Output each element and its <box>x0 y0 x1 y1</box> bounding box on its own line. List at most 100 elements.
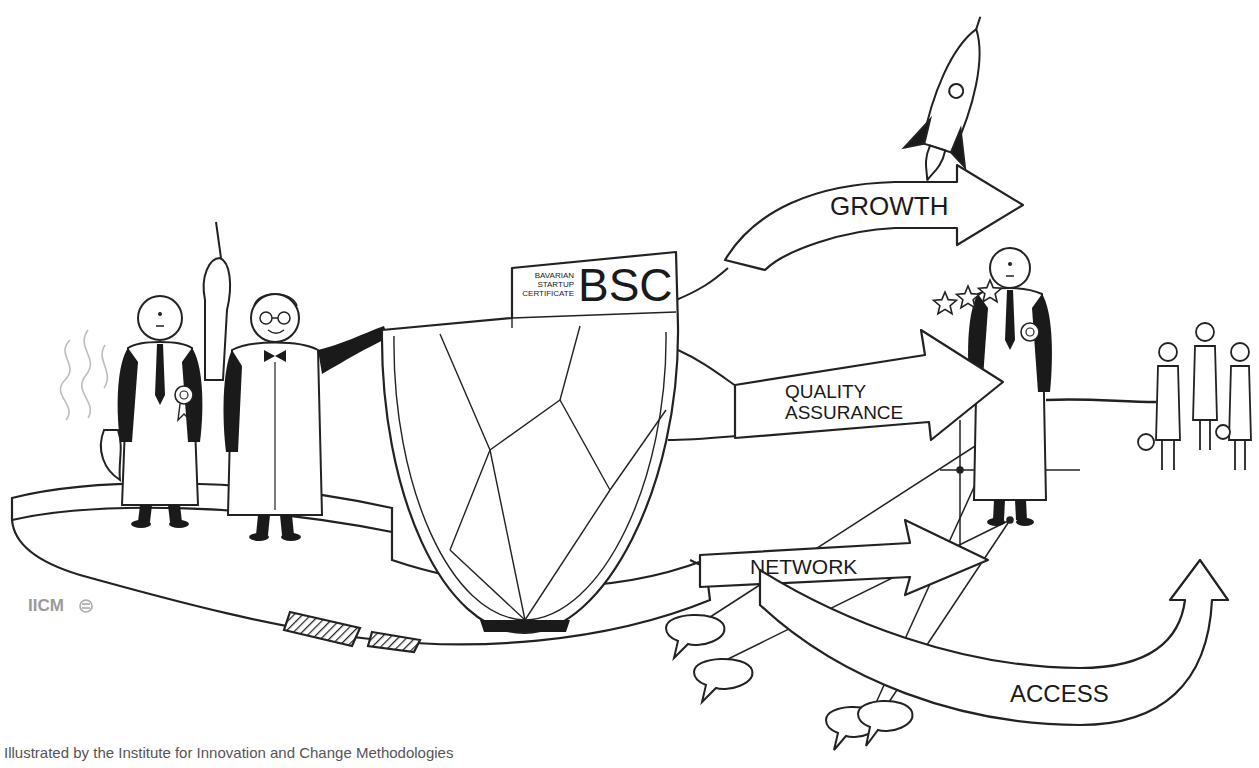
person-left-part <box>138 296 182 340</box>
certificate-name: BAVARIAN STARTUP CERTIFICATE <box>516 272 574 298</box>
crowd-people-part <box>1216 425 1230 439</box>
person-professor-part <box>318 326 388 374</box>
crowd-people-part <box>1196 323 1214 341</box>
person-professor-part <box>249 533 269 541</box>
person-left-part <box>118 348 138 442</box>
connector-strokes-part <box>678 350 736 386</box>
person-right-part <box>1046 399 1156 402</box>
crowd-people-part <box>1193 346 1217 420</box>
certificate-shield: BAVARIAN STARTUP CERTIFICATEBSC <box>380 250 680 635</box>
rocket-top-part <box>976 17 980 29</box>
watermark-symbol-part <box>82 603 90 605</box>
outline-path <box>725 165 1023 270</box>
watermark-symbol <box>80 600 92 612</box>
quality-stars-part <box>934 292 957 314</box>
ribbon-band-part <box>284 612 360 646</box>
outline-path <box>735 330 1003 440</box>
person-right-part <box>1032 294 1052 392</box>
arrow-label: QUALITY ASSURANCE <box>785 382 917 424</box>
outline-path <box>700 520 988 595</box>
person-professor-part <box>260 312 272 324</box>
person-left-part <box>156 325 164 327</box>
person-right-part <box>1005 290 1015 350</box>
crowd-people <box>1138 323 1251 470</box>
facet-line <box>525 490 610 620</box>
crowd-people-part <box>1234 440 1236 470</box>
rim-shading <box>480 620 570 632</box>
rocket-top-part <box>904 114 932 153</box>
growth-arrow: GROWTH <box>725 160 1025 270</box>
arrow-label: GROWTH <box>830 192 948 222</box>
quality-stars <box>934 280 1002 314</box>
rocket-left-part <box>101 430 121 480</box>
person-right-part <box>990 248 1030 288</box>
person-professor-part <box>280 515 294 535</box>
network-lines-part <box>959 420 961 560</box>
person-right-part <box>1021 323 1039 341</box>
person-left-part <box>168 505 182 522</box>
watermark: IICM <box>28 596 64 616</box>
person-professor-part <box>268 330 284 333</box>
speech-bubbles-part <box>694 659 752 702</box>
watermark-symbol-part <box>80 600 92 612</box>
rocket-top-part <box>947 82 965 100</box>
facet-line <box>490 400 610 490</box>
quality-arrow: QUALITY ASSURANCE <box>735 330 1005 442</box>
rocket-left-part <box>216 222 221 258</box>
network-lines-part <box>690 430 1000 630</box>
network-lines-part <box>1007 517 1013 523</box>
crowd-people-part <box>1229 366 1251 440</box>
person-professor-part <box>281 533 301 541</box>
person-professor-part <box>272 317 278 319</box>
person-professor-part <box>278 312 290 324</box>
rocket-top <box>897 7 1011 190</box>
person-left-part <box>138 505 152 522</box>
watermark-symbol-part <box>82 607 90 609</box>
person-left-part <box>131 520 151 528</box>
speech-bubbles-part <box>858 701 912 746</box>
certificate-acronym: BSC <box>578 262 673 308</box>
rocket-left-part <box>204 258 230 380</box>
person-professor-part <box>228 343 322 516</box>
smoke-trail-part <box>102 345 107 388</box>
person-professor-part <box>251 294 299 342</box>
person-professor-part <box>256 515 270 535</box>
outline-path <box>382 252 678 633</box>
access-arrow-outline <box>760 560 1230 730</box>
person-left-part <box>178 404 190 420</box>
rocket-top-part <box>948 129 976 168</box>
person-right-part <box>1026 328 1034 336</box>
rocket-top-part <box>919 145 945 182</box>
person-left-part <box>158 312 162 316</box>
facet-line <box>440 334 490 550</box>
network-lines-part <box>957 467 963 473</box>
access-arrow: ACCESS <box>760 560 1230 730</box>
person-left-part <box>180 391 188 399</box>
ribbon-band-part <box>368 632 420 652</box>
speech-bubbles-part <box>666 615 724 658</box>
person-professor-part <box>264 350 286 362</box>
crowd-people-part <box>1156 366 1180 440</box>
facet-line <box>450 550 525 620</box>
crowd-people-part <box>1231 343 1249 361</box>
person-left <box>118 296 203 528</box>
person-professor-part <box>254 294 297 306</box>
caption: Illustrated by the Institute for Innovat… <box>4 744 453 761</box>
facet-line <box>560 326 580 400</box>
facet-line <box>610 410 666 490</box>
facet-line <box>394 332 666 620</box>
crowd-people-part <box>1209 420 1211 450</box>
quality-arrow-outline <box>735 330 1005 442</box>
person-professor-part <box>274 362 275 510</box>
person-right-part <box>1008 262 1012 266</box>
person-right-part <box>1006 275 1014 277</box>
crowd-people-part <box>1199 420 1201 450</box>
person-right-part <box>987 518 1005 526</box>
person-professor <box>224 294 388 541</box>
rocket-top-part <box>920 23 994 153</box>
facet-line <box>512 312 676 318</box>
outline-path <box>760 560 1228 725</box>
person-right-part <box>1015 500 1027 520</box>
crowd-people-part <box>1159 343 1177 361</box>
